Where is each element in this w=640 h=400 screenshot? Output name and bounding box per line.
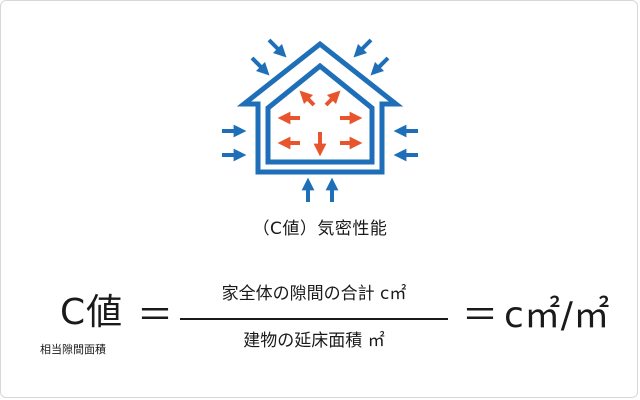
inflow-arrow-icon <box>250 56 270 76</box>
air-leak-arrow-icon <box>324 90 341 107</box>
air-leak-arrows <box>277 90 363 157</box>
fraction-bar <box>180 318 448 320</box>
formula-result-unit: c㎡/㎡ <box>504 295 610 336</box>
inflow-arrows <box>222 38 418 202</box>
formula-denominator: 建物の延床面積 ㎡ <box>243 331 385 351</box>
formula-numerator: 家全体の隙間の合計 c㎡ <box>221 284 407 304</box>
house-outline-icon <box>236 40 404 175</box>
inflow-arrow-icon <box>370 56 390 76</box>
air-leak-arrow-icon <box>299 90 316 107</box>
inflow-arrow-icon <box>267 38 287 58</box>
formula-lhs: C値 <box>60 292 124 333</box>
inflow-arrow-icon <box>353 38 373 58</box>
equals-sign: ＝ <box>137 295 174 336</box>
house-airtightness-illustration <box>222 38 418 202</box>
formula-lhs-subtitle: 相当隙間面積 <box>40 343 106 356</box>
equals-sign: ＝ <box>462 295 499 336</box>
diagram-caption: （C値）気密性能 <box>252 219 388 239</box>
